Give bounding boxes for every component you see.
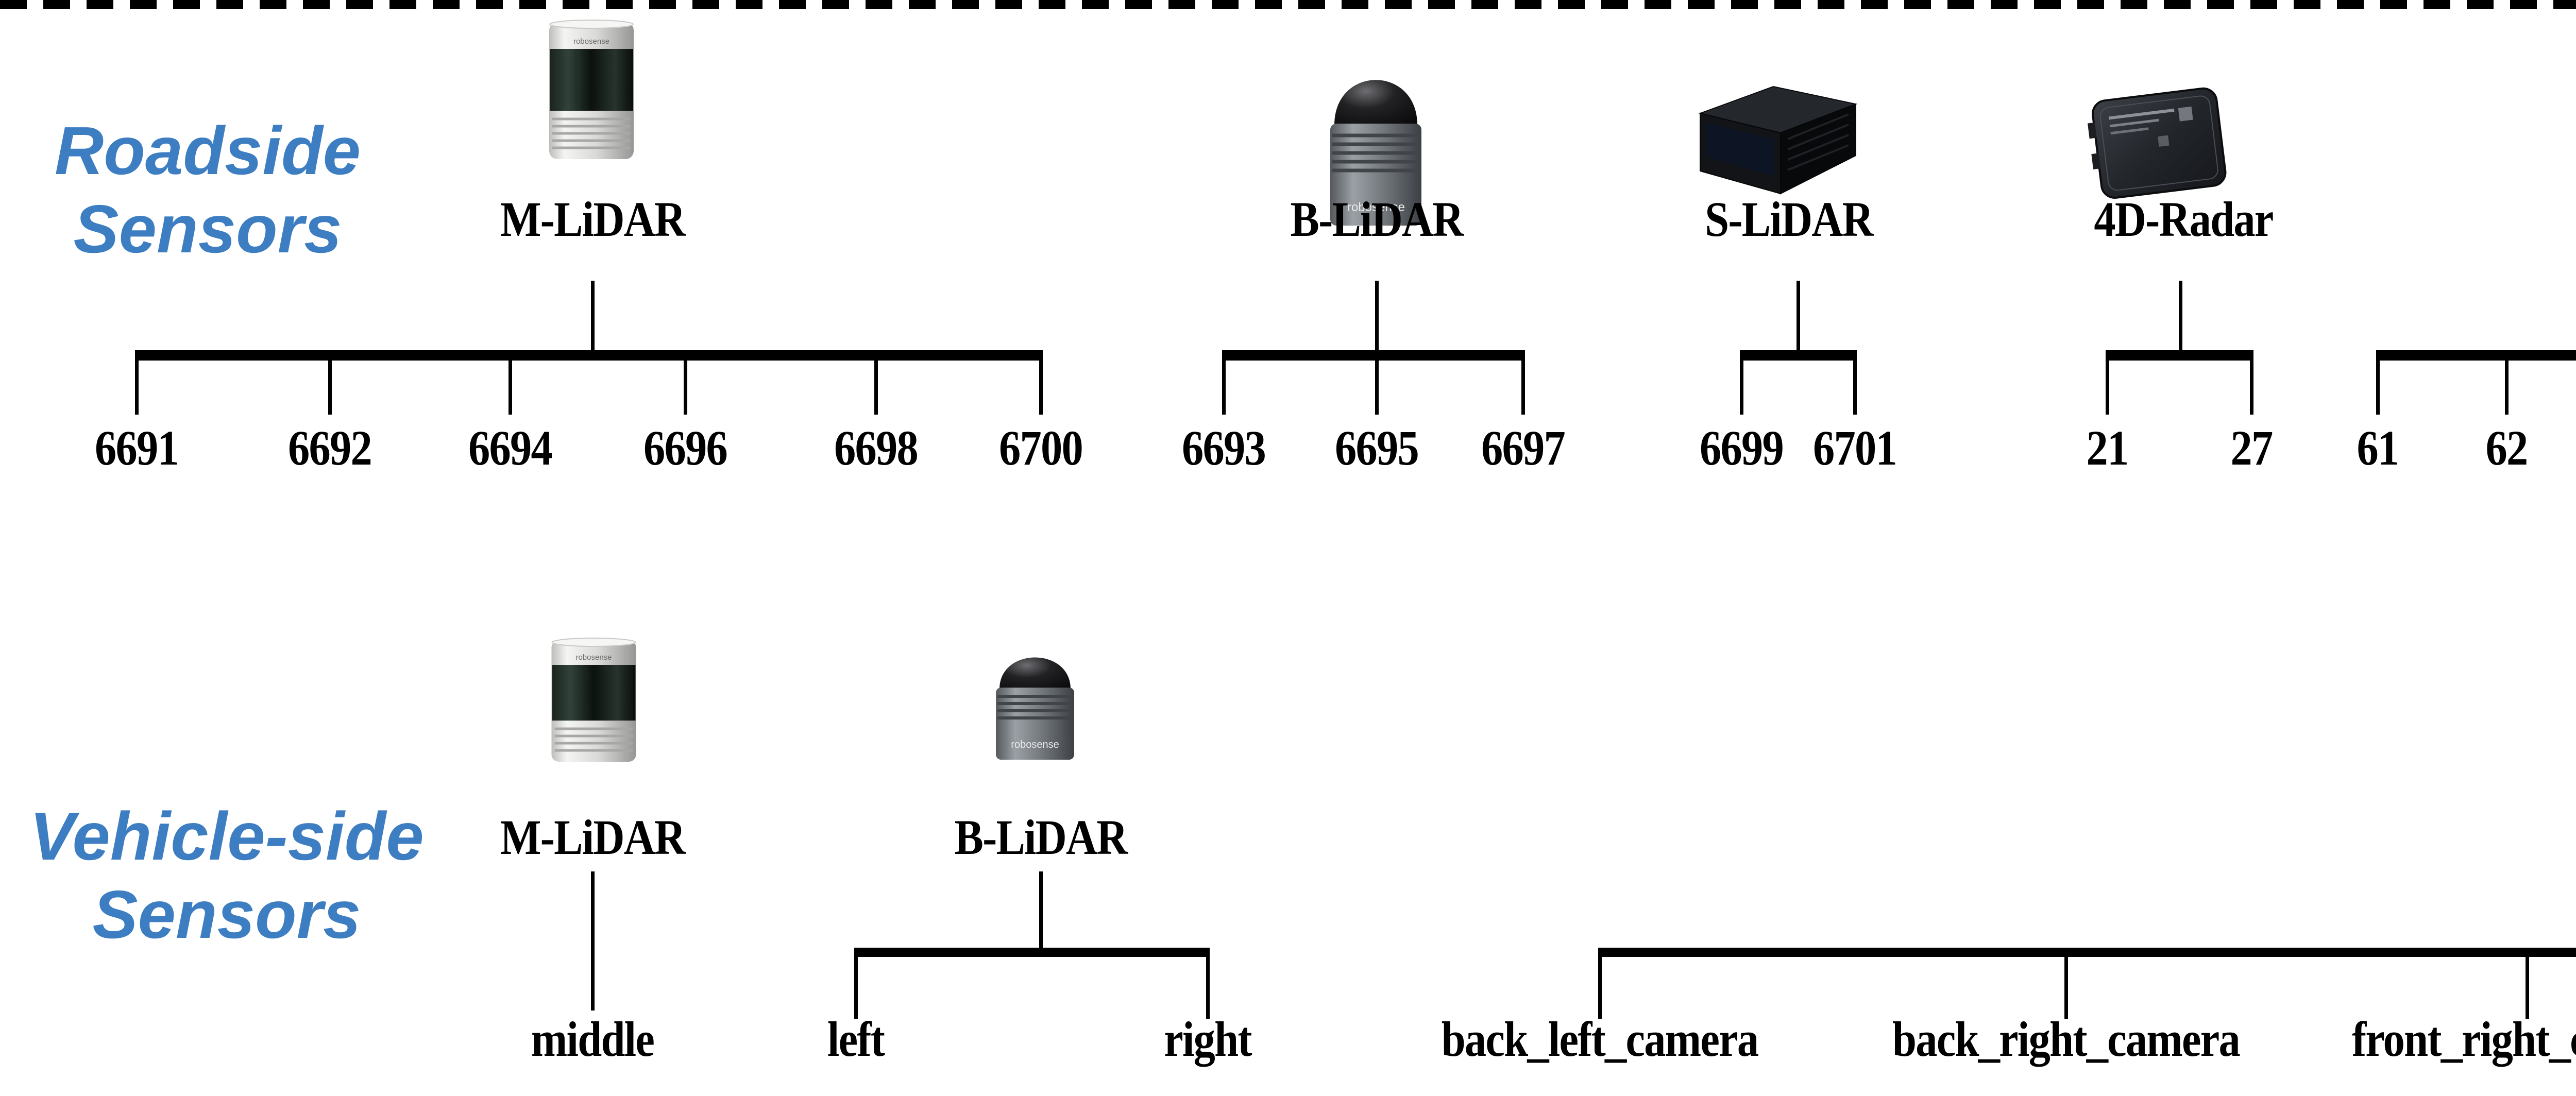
roadside-s-lidar-tick <box>1853 350 1857 415</box>
roadside-s-lidar-child-6699: 6699 <box>1700 420 1784 475</box>
roadside-s-lidar-tick <box>1740 350 1743 415</box>
vehicle-b-lidar-child-left: left <box>827 1012 885 1067</box>
vehicle-b-lidar-child-right: right <box>1164 1012 1252 1067</box>
roadside-m-lidar-label: M-LiDAR <box>500 192 686 247</box>
vehicle-b-lidar-device-icon: robosense <box>996 657 1074 760</box>
roadside-b-lidar-tick <box>1375 350 1379 415</box>
roadside-b-lidar-child-6697: 6697 <box>1481 420 1566 475</box>
vehicle-camera-tick <box>1598 948 1602 1019</box>
roadside-camera-tick <box>2505 350 2509 415</box>
roadside-m-lidar-tick <box>1039 350 1043 415</box>
roadside-4d-radar-child-27: 27 <box>2230 420 2274 475</box>
roadside-b-lidar-label: B-LiDAR <box>1290 192 1464 247</box>
roadside-s-lidar-stem <box>1797 281 1800 361</box>
b-lidar-brand-text: robosense <box>1347 200 1405 214</box>
roadside-4d-radar-connector-bar <box>2107 350 2251 361</box>
roadside-m-lidar-tick <box>135 350 139 415</box>
vehicle-b-lidar-connector-bar <box>856 948 1208 957</box>
roadside-camera-child-61: 61 <box>2357 420 2400 475</box>
vehicle-header-line1: Vehicle-side <box>29 798 424 874</box>
roadside-4d-radar-stem <box>2179 281 2182 361</box>
roadside-header-line2: Sensors <box>73 191 342 267</box>
roadside-m-lidar-child-6696: 6696 <box>643 420 728 475</box>
roadside-m-lidar-child-6694: 6694 <box>468 420 553 475</box>
roadside-4d-radar-label: 4D-Radar <box>2094 192 2274 247</box>
roadside-m-lidar-tick <box>684 350 687 415</box>
roadside-header-line1: Roadside <box>54 113 361 189</box>
vehicle-camera-child-front_right_camera: front_right_camera <box>2352 1012 2576 1067</box>
roadside-4d-radar-child-21: 21 <box>2086 420 2129 475</box>
vehicle-b-lidar-label: B-LiDAR <box>954 810 1128 865</box>
roadside-b-lidar-tick <box>1521 350 1525 415</box>
4d-radar-device-icon <box>2088 87 2227 199</box>
roadside-b-lidar-child-6695: 6695 <box>1335 420 1419 475</box>
roadside-m-lidar-child-6692: 6692 <box>288 420 372 475</box>
vehicle-camera-child-back_right_camera: back_right_camera <box>1892 1012 2241 1067</box>
vehicle-camera-tick <box>2526 948 2529 1019</box>
roadside-b-lidar-connector-bar <box>1224 350 1523 361</box>
vehicle-b-lidar-tick <box>1206 948 1210 1019</box>
vehicle-b-lidar-tick <box>854 948 858 1019</box>
b-lidar-device-icon: robosense <box>1330 80 1421 226</box>
roadside-s-lidar-child-6701: 6701 <box>1813 420 1897 475</box>
s-lidar-device-icon <box>1698 85 1858 195</box>
roadside-m-lidar-tick <box>874 350 878 415</box>
roadside-camera-connector-bar <box>2378 350 2576 361</box>
vehicle-side-sensors-header: Vehicle-side Sensors <box>29 797 423 954</box>
roadside-4d-radar-tick <box>2106 350 2109 415</box>
roadside-camera-child-62: 62 <box>2485 420 2529 475</box>
vehicle-camera-tick <box>2064 948 2068 1019</box>
roadside-s-lidar-connector-bar <box>1741 350 1855 361</box>
vehicle-header-line2: Sensors <box>92 877 361 952</box>
vehicle-b-lidar-brand-text: robosense <box>1011 739 1059 750</box>
vehicle-m-lidar-label: M-LiDAR <box>500 810 686 865</box>
roadside-b-lidar-tick <box>1222 350 1226 415</box>
roadside-4d-radar-tick <box>2250 350 2253 415</box>
roadside-b-lidar-child-6693: 6693 <box>1182 420 1266 475</box>
vehicle-b-lidar-stem <box>1039 871 1043 957</box>
roadside-m-lidar-child-6700: 6700 <box>999 420 1083 475</box>
vehicle-m-lidar-device-icon: robosense <box>551 638 636 762</box>
vehicle-m-lidar-child-middle: middle <box>531 1012 655 1067</box>
roadside-s-lidar-label: S-LiDAR <box>1705 192 1873 247</box>
m-lidar-brand-text: robosense <box>573 37 609 46</box>
vehicle-camera-connector-bar <box>1600 948 2576 957</box>
roadside-sensors-header: Roadside Sensors <box>55 112 361 268</box>
roadside-b-lidar-stem <box>1375 281 1379 361</box>
roadside-camera-tick <box>2376 350 2380 415</box>
m-lidar-device-icon: robosense <box>549 20 634 159</box>
vehicle-m-lidar-brand-text: robosense <box>575 653 612 662</box>
roadside-m-lidar-child-6691: 6691 <box>95 420 179 475</box>
roadside-m-lidar-child-6698: 6698 <box>834 420 919 475</box>
vehicle-m-lidar-stem <box>591 871 595 1011</box>
section-divider-dashed-line <box>0 0 2576 9</box>
roadside-m-lidar-tick <box>509 350 512 415</box>
roadside-m-lidar-connector-bar <box>137 350 1041 361</box>
roadside-m-lidar-stem <box>591 281 595 361</box>
roadside-m-lidar-tick <box>328 350 332 415</box>
vehicle-camera-child-back_left_camera: back_left_camera <box>1441 1012 1759 1067</box>
